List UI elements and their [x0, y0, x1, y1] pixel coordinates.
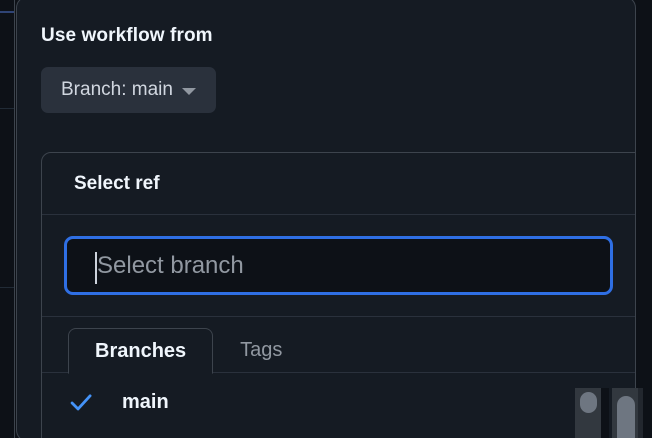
tab-branches[interactable]: Branches: [68, 328, 214, 374]
branch-list: main: [42, 373, 635, 419]
branch-search-input[interactable]: Select branch: [64, 236, 613, 295]
workflow-dispatch-dialog: Use workflow from Branch: main Select re…: [16, 0, 636, 438]
modal-left-edge: [14, 0, 15, 438]
page-accent-bar: [0, 11, 14, 13]
branch-search-placeholder: Select branch: [97, 251, 244, 279]
list-item[interactable]: main: [42, 385, 635, 419]
select-ref-header: Select ref: [42, 153, 635, 215]
tabs-underline: [42, 372, 635, 373]
page-divider-lower: [0, 287, 14, 288]
tab-tags[interactable]: Tags: [213, 327, 309, 373]
dialog-body: Use workflow from Branch: main: [17, 0, 635, 438]
select-ref-search-row: Select branch: [42, 215, 635, 317]
scrollbar-track-inner[interactable]: [612, 388, 638, 438]
ref-type-tabs: Branches Tags: [42, 317, 635, 374]
list-item-label: main: [122, 391, 169, 413]
select-ref-title: Select ref: [74, 172, 160, 194]
tab-branches-label: Branches: [95, 339, 187, 362]
use-workflow-from-heading: Use workflow from: [41, 25, 213, 46]
page-divider-upper: [0, 108, 14, 109]
branch-selector-button[interactable]: Branch: main: [41, 67, 216, 113]
scrollbar-group[interactable]: [575, 388, 652, 438]
scrollbar-thumb-outer[interactable]: [580, 392, 597, 413]
scrollbar-track-outer[interactable]: [575, 388, 601, 438]
chevron-down-icon: [181, 87, 196, 95]
branch-selector-label: Branch: main: [61, 79, 173, 100]
scrollbar-edge: [638, 388, 643, 438]
scrollbar-gap: [601, 388, 609, 438]
tab-tags-label: Tags: [240, 338, 283, 361]
select-ref-panel: Select ref Select branch Branches Tags: [41, 152, 635, 438]
check-icon: [68, 389, 102, 415]
scrollbar-thumb-inner[interactable]: [617, 396, 635, 438]
text-cursor: [95, 252, 97, 284]
